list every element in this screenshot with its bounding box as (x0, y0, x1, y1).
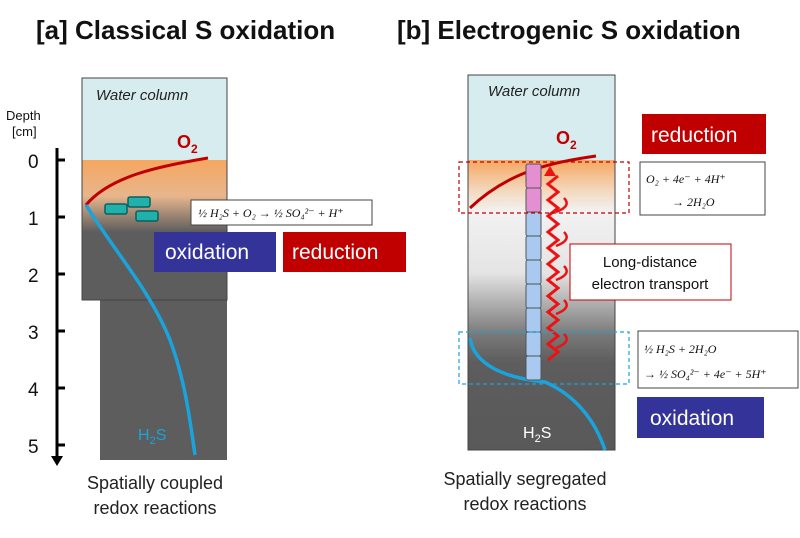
panel-b-oxidation-label: oxidation (650, 407, 734, 430)
cable-cell-icon (525, 163, 542, 189)
panel-b-sulfidic-zone-box (458, 331, 630, 385)
panel-a-column-outline (81, 77, 228, 301)
panel-b-reduction-box (642, 114, 766, 154)
cable-cell-icon (525, 211, 542, 237)
panel-a-bacteria (104, 196, 159, 222)
panel-b-h2s-label: H2S (523, 425, 551, 445)
panel-b-oxidation-equation-line2: → ½ SO₄²⁻ + 4e⁻ + 5H⁺ (644, 367, 767, 381)
panel-b-oxic-zone-box (458, 161, 630, 214)
panel-b-o2-label: O2 (556, 128, 577, 152)
panel-a-oxidation-label: oxidation (165, 241, 249, 264)
panel-b-title: [b] Electrogenic S oxidation (397, 15, 741, 45)
arrowhead-icon (544, 166, 556, 176)
cable-cell-icon (525, 235, 542, 261)
depth-tick-label: 1 (28, 209, 39, 230)
depth-tick-label: 0 (28, 152, 39, 173)
cable-cell-icon (525, 283, 542, 309)
depth-axis-unit: [cm] (12, 124, 37, 139)
cable-cell-icon (525, 355, 542, 381)
panel-b-reduction-equation-box (639, 161, 766, 216)
panel-a-equation: ½ H₂S + O₂ → ½ SO₄²⁻ + H⁺ (198, 206, 344, 220)
panel-b-reduction-label: reduction (651, 124, 737, 147)
panel-a-caption-line2: redox reactions (93, 498, 216, 518)
electron-flow-arrows (544, 166, 568, 362)
bacterium-icon (135, 210, 159, 222)
electron-curl-icon (555, 197, 568, 350)
panel-a-reduction-box (283, 232, 406, 272)
bacterium-icon (127, 196, 151, 208)
panel-b-h2s-curve (468, 337, 607, 451)
panel-a-oxidation-box (154, 232, 276, 272)
electron-zigzag-icon (545, 174, 561, 362)
bacterium-icon (104, 203, 128, 215)
cable-cell-icon (525, 307, 542, 333)
panel-b-oxidation-equation-line1: ½ H₂S + 2H₂O (644, 342, 717, 356)
transport-label-line1: Long-distance (603, 254, 697, 271)
panel-a-o2-curve (84, 156, 209, 206)
panel-b-oxidation-equation-box (637, 330, 799, 389)
cable-cell-icon (525, 259, 542, 285)
panel-b-caption-line1: Spatially segregated (443, 469, 606, 489)
depth-axis-arrow (51, 456, 63, 466)
depth-tick-label: 4 (28, 380, 39, 401)
panel-b-reduction-equation-line1: O₂ + 4e⁻ + 4H⁺ (646, 172, 726, 186)
panel-a-h2s-curve (84, 204, 197, 456)
panel-b-oxidation-box (637, 397, 764, 438)
panel-a-equation-box (190, 199, 373, 226)
panel-a-caption-line1: Spatially coupled (87, 473, 223, 493)
depth-axis: Depth [cm] 0 1 2 3 4 5 (6, 108, 65, 466)
panel-b-caption-line2: redox reactions (463, 494, 586, 514)
transport-label-box (569, 243, 732, 301)
depth-tick-label: 3 (28, 323, 39, 344)
panel-b-water-layer (468, 75, 615, 160)
panel-a-water-layer (82, 78, 227, 160)
cable-cell-icon (525, 331, 542, 357)
depth-axis-label: Depth (6, 108, 41, 123)
depth-tick-label: 2 (28, 266, 39, 287)
panel-a-water-column-label: Water column (96, 87, 188, 104)
panel-a-o2-label: O2 (177, 132, 198, 156)
cable-cell-icon (525, 187, 542, 213)
panel-a-reduction-label: reduction (292, 241, 378, 264)
panel-b-water-column-label: Water column (488, 83, 580, 100)
transport-label-line2: electron transport (592, 276, 710, 293)
cable-bacterium (525, 163, 542, 381)
panel-a-title: [a] Classical S oxidation (36, 15, 335, 45)
depth-tick-label: 5 (28, 437, 39, 458)
panel-a-h2s-label: H2S (138, 427, 166, 447)
panel-b-reduction-equation-line2: → 2H₂O (672, 195, 715, 209)
